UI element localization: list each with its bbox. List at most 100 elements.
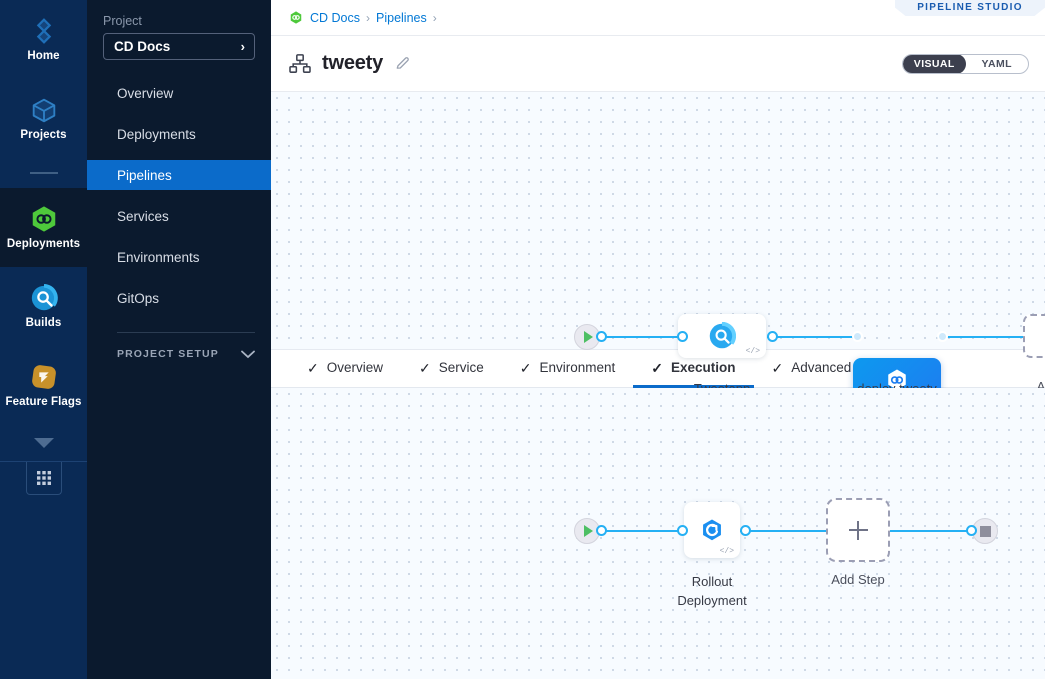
step-code-tag: </> xyxy=(719,547,734,556)
execution-start-node[interactable] xyxy=(574,518,600,544)
pencil-icon[interactable] xyxy=(395,56,410,71)
edge-add-to-end xyxy=(885,530,977,532)
rail-item-feature-flags[interactable]: Feature Flags xyxy=(0,346,87,425)
module-rail: Home Projects Deployments xyxy=(0,0,87,679)
project-setup-label: PROJECT SETUP xyxy=(117,348,219,360)
sidebar-item-label: Overview xyxy=(117,85,174,101)
sidebar-item-gitops[interactable]: GitOps xyxy=(87,283,271,313)
add-stage-label: Add Stage xyxy=(1036,379,1045,394)
breadcrumb-item-cd-docs[interactable]: CD Docs xyxy=(310,10,361,25)
tab-environment[interactable]: ✓ Environment xyxy=(502,350,634,388)
rail-label: Deployments xyxy=(6,238,81,251)
rail-divider xyxy=(0,158,87,188)
project-sidebar: Project CD Docs › Overview Deployments P… xyxy=(87,0,271,679)
sidebar-item-label: GitOps xyxy=(117,290,160,306)
play-icon xyxy=(584,525,593,537)
rail-item-builds[interactable]: Builds xyxy=(0,267,87,346)
project-selector[interactable]: CD Docs › xyxy=(103,33,255,60)
stop-icon xyxy=(979,525,991,537)
add-stage-button[interactable] xyxy=(1023,314,1045,358)
sidebar-item-label: Deployments xyxy=(117,126,196,142)
check-icon: ✓ xyxy=(651,359,664,376)
sidebar-item-services[interactable]: Services xyxy=(87,201,271,231)
tab-advanced[interactable]: ✓ Advanced xyxy=(754,350,870,388)
port-exec-end-in[interactable] xyxy=(966,525,977,536)
stage-node-tweetapp[interactable]: </> xyxy=(678,314,766,358)
breadcrumb-separator: › xyxy=(432,10,437,25)
step-label-rollout-deployment: Rollout Deployment xyxy=(677,574,747,608)
cd-hexagon-icon xyxy=(290,11,302,24)
rail-more-button[interactable] xyxy=(0,425,87,461)
tab-label: Advanced xyxy=(791,360,852,375)
breadcrumb-separator: › xyxy=(366,10,371,25)
sidebar-item-deployments[interactable]: Deployments xyxy=(87,119,271,149)
rail-item-projects[interactable]: Projects xyxy=(0,79,87,158)
rail-item-deployments[interactable]: Deployments xyxy=(0,188,87,267)
rail-footer xyxy=(0,461,87,679)
port-deploy-out[interactable] xyxy=(937,331,948,342)
breadcrumb-item-pipelines[interactable]: Pipelines xyxy=(376,10,427,25)
sidebar-item-label: Pipelines xyxy=(117,167,172,183)
chevron-down-icon xyxy=(33,438,54,448)
pipeline-title-bar: tweety VISUAL YAML xyxy=(271,36,1045,92)
check-icon: ✓ xyxy=(771,359,784,376)
sidebar-item-overview[interactable]: Overview xyxy=(87,78,271,108)
chevron-down-icon xyxy=(241,350,255,358)
toggle-option-visual[interactable]: VISUAL xyxy=(903,54,966,73)
home-diamond-icon xyxy=(36,18,51,45)
rail-label: Home xyxy=(27,50,60,63)
port-start-out[interactable] xyxy=(596,331,607,342)
sidebar-nav-list: Overview Deployments Pipelines Services … xyxy=(87,78,271,313)
builds-magnifier-icon xyxy=(31,284,58,311)
sidebar-item-environments[interactable]: Environments xyxy=(87,242,271,272)
sidebar-divider xyxy=(117,332,255,333)
stage-code-tag: </> xyxy=(745,347,760,356)
rail-item-home[interactable]: Home xyxy=(0,0,87,79)
breadcrumb: CD Docs › Pipelines › PIPELINE STUDIO xyxy=(271,0,1045,36)
sidebar-section-label: Project xyxy=(103,14,142,28)
view-mode-toggle[interactable]: VISUAL YAML xyxy=(902,53,1029,74)
port-tweetapp-in[interactable] xyxy=(677,331,688,342)
edge-start-to-rollout xyxy=(601,530,687,532)
build-stage-icon xyxy=(709,322,736,349)
edge-rollout-to-add xyxy=(731,530,831,532)
edge-deploy-to-add xyxy=(937,336,1027,338)
page-title: tweety xyxy=(322,52,384,74)
edge-start-to-tweetapp xyxy=(601,336,687,338)
deploy-stage-icon xyxy=(888,369,906,390)
port-tweetapp-out[interactable] xyxy=(767,331,778,342)
project-name: CD Docs xyxy=(114,39,171,54)
check-icon: ✓ xyxy=(307,359,319,376)
main-panel: CD Docs › Pipelines › PIPELINE STUDIO tw… xyxy=(271,0,1045,679)
project-setup-toggle[interactable]: PROJECT SETUP xyxy=(87,333,271,360)
tab-overview[interactable]: ✓ Overview xyxy=(289,350,401,388)
step-node-rollout-deployment[interactable]: </> xyxy=(684,502,740,558)
rail-label: Builds xyxy=(25,317,62,330)
sidebar-item-pipelines[interactable]: Pipelines xyxy=(87,160,271,190)
tab-label: Environment xyxy=(539,360,616,375)
grid-apps-icon xyxy=(36,471,51,485)
tab-service[interactable]: ✓ Service xyxy=(401,350,502,388)
tab-label: Overview xyxy=(326,360,383,375)
port-rollout-in[interactable] xyxy=(677,525,688,536)
cd-hexagon-icon xyxy=(32,206,55,232)
stage-graph-canvas[interactable]: </> Tweetapp </> deploy tweety xyxy=(271,92,1045,402)
tab-execution[interactable]: ✓ Execution xyxy=(633,350,754,388)
chevron-right-icon: › xyxy=(240,39,245,54)
play-icon xyxy=(584,331,593,343)
sidebar-item-label: Services xyxy=(117,208,169,224)
port-rollout-out[interactable] xyxy=(740,525,751,536)
add-step-button[interactable] xyxy=(826,498,890,562)
sidebar-item-label: Environments xyxy=(117,249,200,265)
tab-label: Execution xyxy=(671,360,736,375)
check-icon: ✓ xyxy=(519,359,532,376)
toggle-option-yaml[interactable]: YAML xyxy=(981,57,1012,70)
grid-apps-button[interactable] xyxy=(25,462,62,495)
port-exec-start-out[interactable] xyxy=(596,525,607,536)
port-deploy-in[interactable] xyxy=(852,331,863,342)
rollout-deployment-icon xyxy=(703,519,721,541)
execution-graph-canvas[interactable]: </> Rollout Deployment Add Step xyxy=(271,388,1045,679)
pipeline-studio-badge: PIPELINE STUDIO xyxy=(895,0,1045,16)
edge-tweetapp-to-deploy xyxy=(767,336,857,338)
